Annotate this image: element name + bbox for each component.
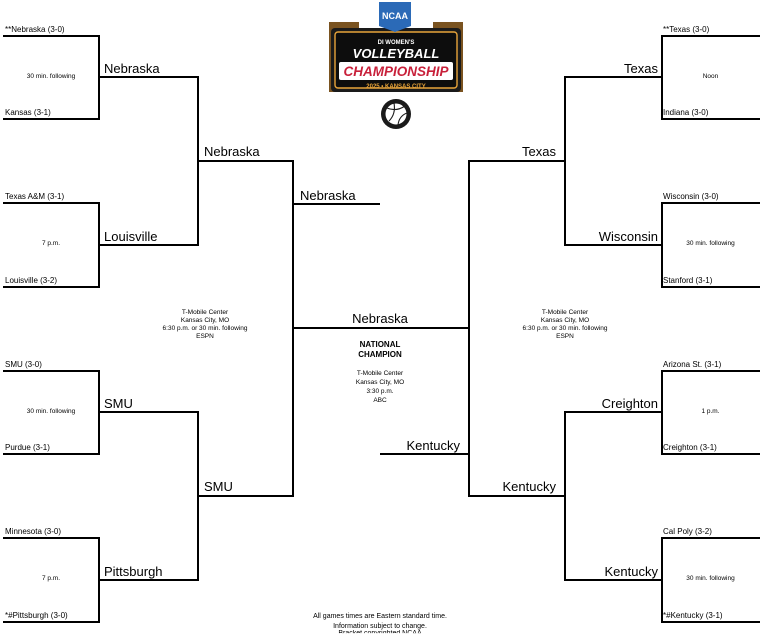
team-name: Creighton (3-1) bbox=[663, 443, 717, 452]
team-name: Minnesota (3-0) bbox=[5, 527, 62, 536]
team-name: *#Kentucky (3-1) bbox=[663, 611, 723, 620]
quarterfinal-line bbox=[564, 411, 662, 413]
team-line bbox=[661, 453, 760, 455]
quarterfinal-winner: Texas bbox=[624, 61, 658, 76]
match-time: Noon bbox=[702, 72, 719, 80]
match-time: 30 min. following bbox=[26, 72, 76, 80]
championship-logo: NCAA DI WOMEN'S VOLLEYBALL CHAMPIONSHIP … bbox=[329, 2, 463, 129]
semifinal-winner: Texas bbox=[522, 144, 556, 159]
championship-details: T-Mobile Center bbox=[356, 370, 404, 377]
semifinal-winner: Nebraska bbox=[204, 144, 260, 159]
quarterfinal-winner: Kentucky bbox=[604, 564, 658, 579]
quarterfinal-winner: Creighton bbox=[601, 396, 658, 411]
team-line bbox=[3, 286, 99, 288]
team-name: *#Pittsburgh (3-0) bbox=[5, 611, 68, 620]
semifinal-line bbox=[468, 160, 565, 162]
final-connector bbox=[468, 160, 470, 497]
final-line bbox=[292, 203, 380, 205]
team-name: Kansas (3-1) bbox=[5, 108, 51, 117]
svg-text:DI WOMEN'S: DI WOMEN'S bbox=[378, 40, 415, 46]
quarterfinal-winner: SMU bbox=[104, 396, 133, 411]
svg-text:CHAMPIONSHIP: CHAMPIONSHIP bbox=[343, 64, 449, 79]
champion-name: Nebraska bbox=[352, 311, 408, 326]
venue-line: 6:30 p.m. or 30 min. following bbox=[162, 325, 248, 332]
championship-details: ABC bbox=[373, 397, 387, 404]
match-time: 30 min. following bbox=[686, 575, 735, 582]
semifinal-line bbox=[468, 495, 565, 497]
national-champion-label: NATIONAL bbox=[359, 340, 401, 349]
venue-line: Kansas City, MO bbox=[180, 317, 230, 324]
footer-note: Information subject to change. bbox=[333, 623, 427, 630]
venue-line: Kansas City, MO bbox=[540, 317, 590, 324]
quarterfinal-winner: Pittsburgh bbox=[104, 564, 163, 579]
championship-line bbox=[292, 327, 468, 329]
venue-line: ESPN bbox=[556, 333, 574, 340]
team-name: **Nebraska (3-0) bbox=[5, 25, 65, 34]
semifinal-winner: Kentucky bbox=[502, 479, 556, 494]
ncaa-logo-icon bbox=[379, 2, 411, 32]
venue-line: 6:30 p.m. or 30 min. following bbox=[522, 325, 608, 332]
team-line bbox=[3, 35, 99, 37]
team-name: Texas A&M (3-1) bbox=[5, 192, 65, 201]
team-line bbox=[661, 370, 760, 372]
team-name: **Texas (3-0) bbox=[663, 25, 710, 34]
final-winner: Nebraska bbox=[300, 188, 356, 203]
svg-text:VOLLEYBALL: VOLLEYBALL bbox=[353, 46, 440, 61]
team-name: Louisville (3-2) bbox=[5, 276, 58, 285]
team-line bbox=[3, 370, 99, 372]
final-winner: Kentucky bbox=[406, 438, 460, 453]
team-name: Wisconsin (3-0) bbox=[663, 192, 719, 201]
team-line bbox=[661, 35, 760, 37]
ncaa-text: NCAA bbox=[382, 11, 408, 21]
footer-note: All games times are Eastern standard tim… bbox=[313, 613, 447, 620]
match-time: 7 p.m. bbox=[41, 575, 61, 582]
quarterfinal-winner: Wisconsin bbox=[598, 229, 658, 244]
national-champion-label: CHAMPION bbox=[358, 350, 402, 359]
team-line bbox=[3, 202, 99, 204]
venue-line: T-Mobile Center bbox=[541, 309, 589, 316]
team-name: SMU (3-0) bbox=[5, 360, 42, 369]
quarterfinal-line bbox=[564, 244, 662, 246]
team-name: Arizona St. (3-1) bbox=[663, 360, 722, 369]
footer-note: Bracket copyrighted NCAA bbox=[338, 630, 422, 637]
semifinal-line bbox=[197, 160, 293, 162]
final-line bbox=[380, 453, 469, 455]
team-name: Cal Poly (3-2) bbox=[663, 527, 712, 536]
team-line bbox=[661, 621, 760, 623]
team-line bbox=[661, 537, 760, 539]
match-time: 30 min. following bbox=[26, 407, 76, 415]
team-line bbox=[661, 118, 760, 120]
semifinal-winner: SMU bbox=[204, 479, 233, 494]
team-line bbox=[3, 118, 99, 120]
match-time: 1 p.m. bbox=[701, 407, 720, 415]
team-name: Indiana (3-0) bbox=[663, 108, 709, 117]
championship-details: 3:30 p.m. bbox=[366, 388, 394, 395]
match-time: 30 min. following bbox=[686, 240, 735, 247]
quarterfinal-line bbox=[98, 76, 198, 78]
team-name: Stanford (3-1) bbox=[663, 276, 713, 285]
quarterfinal-line bbox=[98, 411, 198, 413]
quarterfinal-line bbox=[564, 579, 662, 581]
team-line bbox=[661, 286, 760, 288]
venue-line: T-Mobile Center bbox=[181, 309, 229, 316]
match-time: 7 p.m. bbox=[41, 240, 61, 247]
quarterfinal-winner: Louisville bbox=[104, 229, 158, 244]
semifinal-line bbox=[197, 495, 293, 497]
venue-line: ESPN bbox=[196, 333, 214, 340]
svg-text:2025 • KANSAS CITY: 2025 • KANSAS CITY bbox=[366, 84, 425, 90]
quarterfinal-line bbox=[564, 76, 662, 78]
team-line bbox=[3, 537, 99, 539]
team-line bbox=[3, 621, 99, 623]
team-line bbox=[3, 453, 99, 455]
team-line bbox=[661, 202, 760, 204]
championship-details: Kansas City, MO bbox=[355, 379, 405, 386]
quarterfinal-line bbox=[98, 244, 198, 246]
quarterfinal-winner: Nebraska bbox=[104, 61, 160, 76]
team-name: Purdue (3-1) bbox=[5, 443, 50, 452]
quarterfinal-line bbox=[98, 579, 198, 581]
